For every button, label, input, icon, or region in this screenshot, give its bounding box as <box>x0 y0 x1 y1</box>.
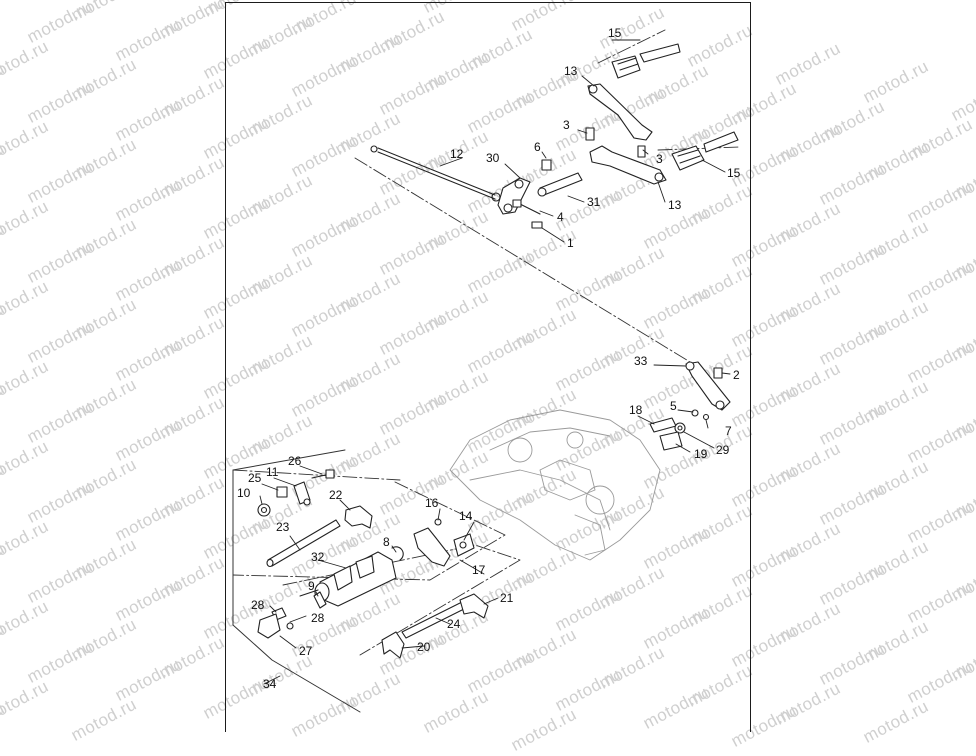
callout-c17: 17 <box>472 563 486 577</box>
callout-c16: 16 <box>425 496 439 510</box>
callout-c32: 32 <box>311 550 325 564</box>
bolt-26 <box>311 469 335 479</box>
reference-lines <box>232 29 741 656</box>
callout-c19: 19 <box>694 447 708 461</box>
seal-29 <box>674 422 686 434</box>
footpeg-15-lower <box>671 131 739 171</box>
callout-c27: 27 <box>299 644 313 658</box>
callout-c5: 5 <box>670 399 677 413</box>
footpeg-15-upper <box>611 43 681 79</box>
bolt-3b <box>637 145 646 158</box>
callout-c10: 10 <box>237 486 251 500</box>
callout-c3a: 3 <box>563 118 570 132</box>
callout-c12: 12 <box>450 147 464 161</box>
bolt-3a <box>585 127 595 141</box>
shift-lever-13-lower <box>589 145 667 185</box>
shaft-31 <box>537 172 583 197</box>
callout-c1: 1 <box>567 236 574 250</box>
cap-6 <box>541 159 552 171</box>
callout-c20: 20 <box>417 640 431 654</box>
detent-arm-9 <box>313 591 327 609</box>
shift-lever-33 <box>685 361 731 411</box>
callout-c13b: 13 <box>668 198 682 212</box>
spacer-25 <box>276 486 288 498</box>
callout-c18: 18 <box>629 403 643 417</box>
callout-c25: 25 <box>248 471 262 485</box>
screw-4 <box>512 199 541 215</box>
leader-lines <box>259 39 731 685</box>
callout-c7: 7 <box>725 424 732 438</box>
detent-27 <box>257 613 294 639</box>
shift-fork-20 <box>381 631 405 659</box>
bushing-19 <box>659 431 683 451</box>
callout-c15b: 15 <box>727 166 741 180</box>
shaft-18 <box>649 417 677 433</box>
circlip-8 <box>391 546 404 561</box>
fork-rail-23 <box>266 519 341 568</box>
callout-c11: 11 <box>266 465 279 479</box>
exploded-parts-drawing <box>232 29 741 713</box>
callout-c3b: 3 <box>656 152 663 166</box>
washer-7 <box>702 413 710 421</box>
callout-c15a: 15 <box>608 26 622 40</box>
callout-c9: 9 <box>308 579 315 593</box>
callout-c23: 23 <box>276 520 290 534</box>
shift-pawl-assembly-17 <box>413 518 475 567</box>
assembly-bracket-34 <box>232 449 361 713</box>
shift-fork-22 <box>344 505 373 529</box>
callout-c22: 22 <box>329 488 343 502</box>
washer-5 <box>691 409 699 417</box>
crankcase-outline <box>449 409 661 561</box>
callout-c4: 4 <box>557 210 564 224</box>
bearing-10 <box>257 503 271 517</box>
callout-c34: 34 <box>263 677 277 691</box>
shift-lever-13-upper <box>587 83 653 141</box>
bolt-2 <box>713 367 723 379</box>
callout-c6: 6 <box>534 140 541 154</box>
callout-c14: 14 <box>459 509 473 523</box>
callout-c8: 8 <box>383 535 390 549</box>
callout-c28b: 28 <box>311 611 325 625</box>
shift-pawl-11 <box>293 481 311 506</box>
pin-1 <box>531 221 543 229</box>
callout-c30: 30 <box>486 151 500 165</box>
callout-c21: 21 <box>500 591 514 605</box>
callout-c33: 33 <box>634 354 648 368</box>
callout-c13a: 13 <box>564 64 578 78</box>
callout-c24: 24 <box>447 617 461 631</box>
callout-c2: 2 <box>733 368 740 382</box>
shift-lever-30 <box>497 177 531 215</box>
shift-fork-21 <box>459 593 489 619</box>
callout-c29: 29 <box>716 443 730 457</box>
callout-c26: 26 <box>288 454 302 468</box>
callout-c31: 31 <box>587 195 601 209</box>
shift-rod-12 <box>370 145 501 202</box>
callout-c28a: 28 <box>251 598 265 612</box>
